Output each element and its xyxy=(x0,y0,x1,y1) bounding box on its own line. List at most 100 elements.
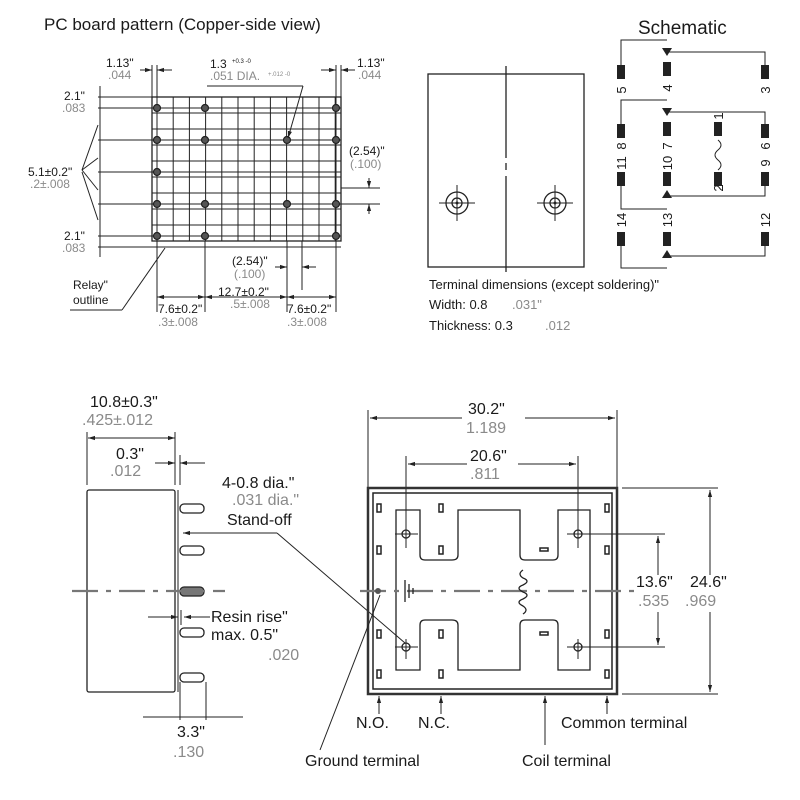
dim-hole-mm: 1.3 xyxy=(210,57,227,71)
resin-inch: .020 xyxy=(268,647,299,664)
pin-12: 12 xyxy=(758,213,773,227)
dim-mid-rows-mm: 5.1±0.2" xyxy=(28,165,72,179)
dim-left-span-inch: .3±.008 xyxy=(158,315,198,329)
dim-pitch-right-mm: (2.54)" xyxy=(349,144,385,158)
resin-label-1: Resin rise" xyxy=(211,609,288,626)
pin-5: 5 xyxy=(614,86,629,93)
dim-pin-rows-mm: 13.6" xyxy=(636,574,673,591)
pin-2: 2 xyxy=(711,184,726,191)
top-view: 30.2" 1.189 20.6" .811 xyxy=(305,401,727,770)
relay-outline-label-2: outline xyxy=(73,293,109,307)
side-pins xyxy=(179,503,205,683)
dim-edge-left-inch: .044 xyxy=(108,68,132,82)
dim-hole-inch-tol: +.012 -0 xyxy=(268,72,291,78)
dim-standoff-gap-inch: .012 xyxy=(110,463,141,480)
dim-pin-length-inch: .130 xyxy=(173,744,204,761)
dim-width-mm: 30.2" xyxy=(468,401,505,418)
schematic-title: Schematic xyxy=(638,18,727,39)
dim-pin-span-inch: .811 xyxy=(470,466,500,483)
dim-pitch-right-inch: (.100) xyxy=(350,157,381,171)
slots xyxy=(376,503,610,679)
dim-width-inch: 1.189 xyxy=(466,420,506,437)
terminal-thickness-inch: .012 xyxy=(545,318,570,333)
terminal-width-label: Width: 0.8 xyxy=(429,297,488,312)
standoff-label: Stand-off xyxy=(227,512,292,529)
pcb-hole xyxy=(152,231,162,241)
pcb-hole xyxy=(152,199,162,209)
dim-standoff-gap-mm: 0.3" xyxy=(116,446,144,463)
dim-pin-dia-inch: .031 dia." xyxy=(232,492,299,509)
dim-bottom-row-mm: 2.1" xyxy=(64,229,85,243)
pin-10: 10 xyxy=(660,156,675,170)
relay-outline-label-1: Relay" xyxy=(73,278,108,292)
terminal-thickness-label: Thickness: 0.3 xyxy=(429,318,513,333)
pin-7: 7 xyxy=(660,142,675,149)
pin-13: 13 xyxy=(660,213,675,227)
dim-height-inch: .969 xyxy=(685,593,716,610)
terminal-target-right xyxy=(537,185,573,221)
label-ground-terminal: Ground terminal xyxy=(305,753,420,770)
pin-6: 6 xyxy=(758,142,773,149)
terminal-view: Terminal dimensions (except soldering)" … xyxy=(427,66,659,333)
pin-14: 14 xyxy=(614,213,629,227)
pcb-hole xyxy=(152,135,162,145)
dim-left-span-mm: 7.6±0.2" xyxy=(158,302,202,316)
pcb-hole xyxy=(152,167,162,177)
dim-right-span-mm: 7.6±0.2" xyxy=(287,302,331,316)
label-nc: N.C. xyxy=(418,715,450,732)
pcb-hole xyxy=(331,103,341,113)
dim-mid-rows-inch: .2±.008 xyxy=(30,177,70,191)
dim-pitch-bottom-inch: (.100) xyxy=(234,267,265,281)
label-common-terminal: Common terminal xyxy=(561,715,687,732)
pcb-hole xyxy=(200,199,210,209)
pcb-hole xyxy=(331,135,341,145)
dim-pin-span-mm: 20.6" xyxy=(470,448,507,465)
ground-symbol-icon xyxy=(404,580,414,602)
dim-pitch-bottom-mm: (2.54)" xyxy=(232,254,268,268)
pin-9: 9 xyxy=(758,159,773,166)
pcb-hole xyxy=(331,199,341,209)
dim-right-span-inch: .3±.008 xyxy=(287,315,327,329)
pin-3: 3 xyxy=(758,86,773,93)
schematic: Schematic 5 4 3 11 8 xyxy=(614,18,773,269)
pcb-hole xyxy=(200,103,210,113)
dim-depth-mm: 10.8±0.3" xyxy=(90,394,158,411)
pcb-hole xyxy=(331,231,341,241)
dim-depth-inch: .425±.012 xyxy=(82,412,153,429)
dim-pin-rows-inch: .535 xyxy=(638,593,669,610)
label-coil-terminal: Coil terminal xyxy=(522,753,611,770)
dim-hole-mm-tol: +0.3 -0 xyxy=(232,59,252,65)
dim-top-row-mm: 2.1" xyxy=(64,89,85,103)
coil-symbol-icon xyxy=(518,569,528,615)
pcb-hole xyxy=(152,103,162,113)
pin-8: 8 xyxy=(614,142,629,149)
dim-height-mm: 24.6" xyxy=(690,574,727,591)
side-view: 10.8±0.3" .425±.012 0.3" .012 4-0.8 dia.… xyxy=(72,394,406,761)
pcb-holes xyxy=(152,103,341,241)
label-no: N.O. xyxy=(356,715,389,732)
terminal-width-inch: .031" xyxy=(512,297,542,312)
pcb-grid xyxy=(151,96,342,242)
pcb-hole xyxy=(200,231,210,241)
dim-edge-right-inch: .044 xyxy=(358,68,382,82)
pcb-hole xyxy=(200,135,210,145)
resin-label-2: max. 0.5" xyxy=(211,627,278,644)
terminal-dims-heading: Terminal dimensions (except soldering)" xyxy=(429,277,659,292)
pcb-hole xyxy=(282,135,292,145)
dim-edge-left-mm: 1.13" xyxy=(106,56,134,70)
pin-1: 1 xyxy=(711,112,726,119)
dim-bottom-row-inch: .083 xyxy=(62,241,86,255)
pcb-title: PC board pattern (Copper-side view) xyxy=(44,15,321,34)
dim-center-span-inch: .5±.008 xyxy=(230,297,270,311)
pin-4: 4 xyxy=(660,84,675,91)
pcb-pattern: PC board pattern (Copper-side view) 1.13… xyxy=(28,15,385,329)
dim-center-span-mm: 12.7±0.2" xyxy=(218,285,269,299)
dim-pin-length-mm: 3.3" xyxy=(177,724,205,741)
pin-11: 11 xyxy=(614,156,629,170)
dim-hole-inch: .051 DIA. xyxy=(210,69,260,83)
top-terminals xyxy=(395,526,665,659)
terminal-target-left xyxy=(439,185,475,221)
dim-top-row-inch: .083 xyxy=(62,101,86,115)
pcb-hole xyxy=(282,199,292,209)
